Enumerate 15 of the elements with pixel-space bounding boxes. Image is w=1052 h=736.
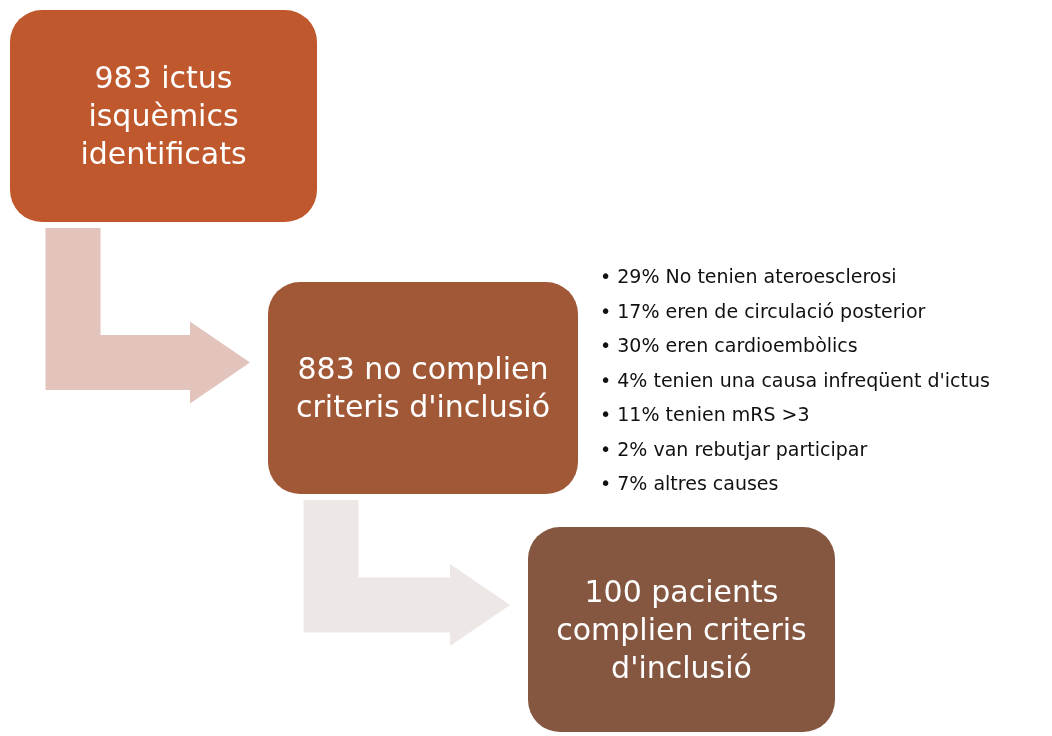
bullet-item: • 11% tenien mRS >3 <box>600 402 811 427</box>
process-box <box>268 282 578 494</box>
node-label: 983 ictus isquèmics identificats <box>79 59 248 173</box>
node-label: 883 no complien criteris d'inclusió <box>295 350 551 426</box>
bullet-item: • 29% No tenien ateroesclerosi <box>600 264 898 289</box>
bent-arrow <box>303 500 510 646</box>
bent-arrow <box>45 228 250 404</box>
process-box <box>528 527 835 732</box>
bullet-item: • 7% altres causes <box>600 471 780 496</box>
bullet-item: • 4% tenien una causa infreqüent d'ictus <box>600 367 990 393</box>
node-label: 100 pacients complien criteris d'inclusió <box>555 572 808 687</box>
bullet-item: • 17% eren de circulació posterior <box>600 298 927 324</box>
bullet-item: • 30% eren cardioembòlics <box>600 333 859 358</box>
process-box <box>10 10 317 222</box>
bullet-item: • 2% van rebutjar participar <box>600 436 869 462</box>
